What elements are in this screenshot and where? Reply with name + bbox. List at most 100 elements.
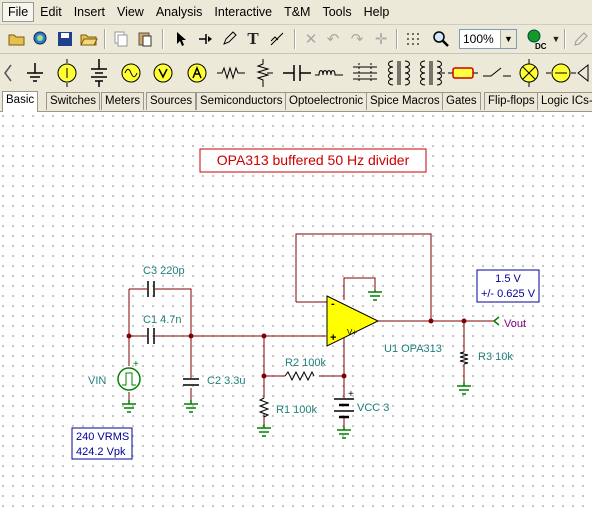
c1-label: C1 4.7n [143, 314, 182, 326]
source-annotation-box[interactable]: 240 VRMS 424.2 Vpk [71, 427, 133, 460]
ground-r1 [257, 424, 271, 437]
open-folder-icon[interactable] [6, 28, 28, 50]
lamp-part-icon[interactable] [514, 56, 544, 90]
led-bulb-part-icon[interactable] [546, 56, 576, 90]
dc-analysis-icon[interactable]: DC [526, 28, 548, 50]
tab-semiconductors[interactable]: Semiconductors [196, 92, 287, 110]
dc-dropdown-icon[interactable]: ▼ [551, 34, 561, 44]
tab-gates[interactable]: Gates [442, 92, 481, 110]
ground-part-icon[interactable] [20, 56, 50, 90]
vin-label: VIN [88, 375, 106, 387]
menu-interactive[interactable]: Interactive [214, 5, 273, 19]
inductor-part-icon[interactable] [314, 56, 344, 90]
ground-c2 [184, 400, 198, 413]
wires [128, 233, 494, 427]
menu-tools[interactable]: Tools [322, 5, 352, 19]
tab-flip-flops[interactable]: Flip-flops [484, 92, 539, 110]
tab-basic[interactable]: Basic [2, 91, 39, 112]
paste-icon[interactable] [134, 28, 156, 50]
ground-r3 [457, 382, 471, 395]
r2-label: R2 100k [285, 357, 326, 369]
resistor-r2[interactable] [284, 370, 315, 382]
undo-icon[interactable]: ↶ [326, 31, 340, 48]
tab-spice-macros[interactable]: Spice Macros [366, 92, 444, 110]
probe-icon[interactable] [570, 28, 592, 50]
component-toolbar [0, 54, 592, 92]
voltage-source-part-icon[interactable] [52, 56, 82, 90]
tab-optoelectronic[interactable]: Optoelectronic [285, 92, 368, 110]
opamp-u1[interactable]: - V+ + [326, 295, 380, 347]
wire-tool-icon[interactable] [194, 28, 216, 50]
source-plus-sign: + [133, 359, 139, 370]
menu-view[interactable]: View [116, 5, 144, 19]
menu-edit[interactable]: Edit [40, 5, 62, 19]
ammeter-part-icon[interactable] [182, 56, 212, 90]
capacitor-c2[interactable] [183, 378, 199, 386]
voltmeter-part-icon[interactable] [148, 56, 178, 90]
capacitor-part-icon[interactable] [282, 56, 312, 90]
redo-icon[interactable]: ↷ [350, 31, 364, 48]
vout-terminal[interactable] [493, 316, 500, 326]
zoom-icon[interactable] [430, 28, 452, 50]
source-rms-value: 240 VRMS [76, 431, 129, 443]
delete-icon[interactable]: ✕ [304, 31, 318, 48]
open-icon[interactable] [78, 28, 100, 50]
pencil-icon[interactable] [218, 28, 240, 50]
toolbar-separator [396, 29, 398, 49]
menu-file[interactable]: File [2, 2, 35, 22]
battery-vcc[interactable]: + [334, 389, 354, 419]
tab-switches[interactable]: Switches [46, 92, 101, 110]
graph-tool-icon[interactable] [266, 28, 288, 50]
menu-help[interactable]: Help [363, 5, 390, 19]
copy-icon[interactable] [110, 28, 132, 50]
buzzer-part-icon[interactable] [576, 56, 592, 90]
opamp-minus-pin: - [331, 298, 335, 310]
capacitor-c3[interactable] [147, 281, 155, 297]
resistor-part-icon[interactable] [216, 56, 246, 90]
resistor-r3[interactable] [459, 351, 469, 365]
voltage-source-vin[interactable]: + [117, 359, 141, 391]
zoom-value: 100% [463, 32, 494, 46]
select-arrow-icon[interactable] [170, 28, 192, 50]
transformer-ct-part-icon[interactable] [416, 56, 446, 90]
text-tool-icon[interactable]: T [247, 29, 259, 48]
dc-label: DC [535, 42, 547, 50]
transformer-part-icon[interactable] [384, 56, 414, 90]
toolbar-separator [294, 29, 296, 49]
menu-tm[interactable]: T&M [284, 5, 311, 19]
output-ac-value: +/- 0.625 V [481, 288, 536, 300]
schematic-title-box[interactable]: OPA313 buffered 50 Hz divider [199, 148, 427, 173]
battery-part-icon[interactable] [84, 56, 114, 90]
ground-symbols [122, 290, 471, 439]
main-toolbar: T ✕ ↶ ↷ ✛ 100% ▼ DC ▼ [0, 25, 592, 54]
tab-logic-ics[interactable]: Logic ICs- [537, 92, 592, 110]
save-icon[interactable] [54, 28, 76, 50]
battery-plus-sign: + [348, 389, 354, 400]
opamp-plus-pin: + [330, 332, 336, 344]
c2-label: C2 3.3u [207, 375, 246, 387]
grid-icon[interactable] [402, 28, 424, 50]
menu-analysis[interactable]: Analysis [155, 5, 203, 19]
capacitor-c1[interactable] [147, 328, 155, 344]
resistor-r1[interactable] [258, 397, 270, 418]
zoom-select[interactable]: 100% ▼ [459, 29, 517, 49]
junction-icon[interactable]: ✛ [374, 31, 388, 48]
schematic-drawing: OPA313 buffered 50 Hz divider [71, 148, 540, 460]
r3-label: R3 10k [478, 351, 513, 363]
ac-source-part-icon[interactable] [116, 56, 146, 90]
find-icon[interactable] [30, 28, 52, 50]
menu-insert[interactable]: Insert [73, 5, 105, 19]
scroll-left-icon[interactable] [0, 56, 16, 90]
output-dc-value: 1.5 V [495, 273, 521, 285]
potentiometer-part-icon[interactable] [248, 56, 278, 90]
opamp-vplus-pin: V+ [347, 328, 357, 337]
output-annotation-box[interactable]: 1.5 V +/- 0.625 V [476, 269, 540, 303]
tab-meters[interactable]: Meters [101, 92, 145, 110]
source-peak-value: 424.2 Vpk [76, 446, 126, 458]
tab-sources[interactable]: Sources [146, 92, 197, 110]
vout-label: Vout [504, 318, 526, 330]
relay-part-icon[interactable] [350, 56, 380, 90]
fuse-part-icon[interactable] [448, 56, 478, 90]
menu-bar: File Edit Insert View Analysis Interacti… [0, 0, 592, 25]
switch-part-icon[interactable] [482, 56, 512, 90]
